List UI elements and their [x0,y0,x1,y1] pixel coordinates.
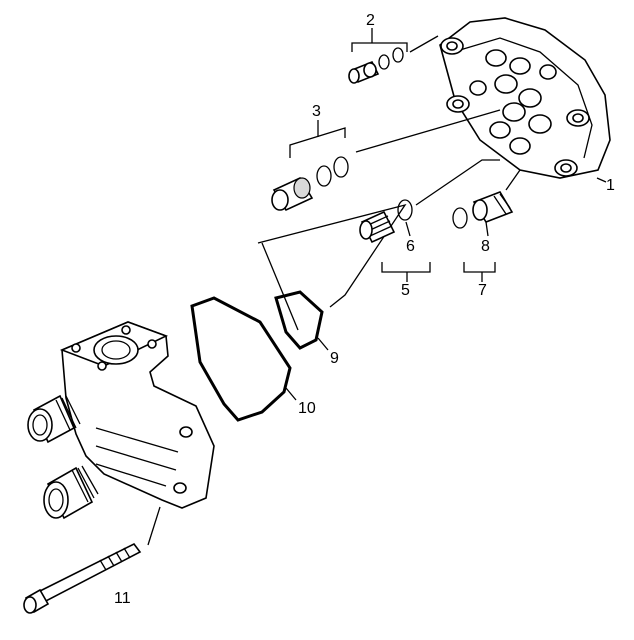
part-9-small-gasket [274,290,324,350]
callout-3: 3 [312,103,321,120]
callout-2: 2 [366,12,375,29]
part-11-bolt [23,542,142,614]
part-10-large-gasket [190,296,292,422]
manifold-housing [27,321,215,520]
part-3-plug-with-o-rings [271,120,349,212]
callouts: 1 2 3 5 6 7 8 9 10 11 [114,12,615,607]
callout-5: 5 [401,282,410,299]
part-2-piston-with-o-rings [348,28,408,84]
part-7-valve-assembly [452,191,514,282]
part-1-pump-head [439,17,611,179]
callout-11: 11 [114,590,131,607]
part-5-valve-assembly [359,199,431,282]
callout-1: 1 [606,177,615,194]
callout-9: 9 [330,350,339,367]
callout-7: 7 [478,282,487,299]
callout-8: 8 [481,238,490,255]
leader-lines [147,35,607,546]
callout-6: 6 [406,238,415,255]
callout-10: 10 [298,400,316,417]
